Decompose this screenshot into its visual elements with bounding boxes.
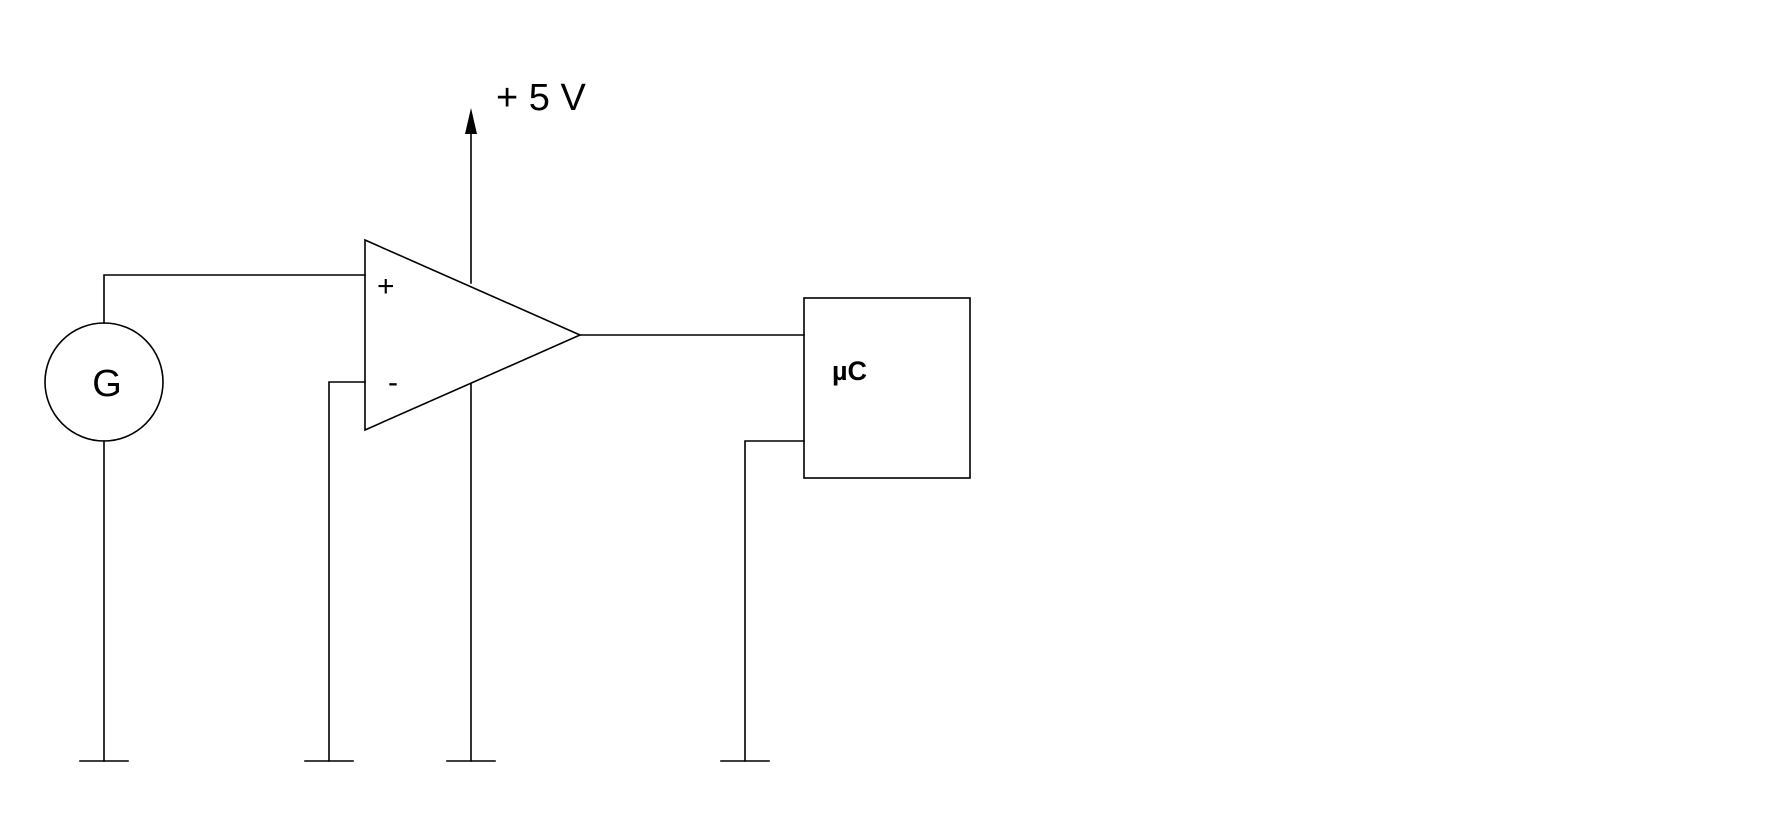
generator-label: G — [92, 363, 122, 405]
wire-minus-input-to-ground — [328, 381, 366, 762]
wire-mcu-to-ground — [744, 440, 805, 762]
opamp: + - — [364, 238, 582, 432]
supply-voltage-label: + 5 V — [496, 77, 586, 119]
opamp-minus-label: - — [388, 366, 398, 399]
wire-generator-to-plus-input — [103, 274, 366, 324]
microcontroller: µC — [803, 297, 971, 479]
arrow-up-icon — [465, 108, 477, 134]
opamp-plus-label: + — [377, 270, 395, 303]
generator-g: G — [44, 322, 164, 442]
mcu-box — [803, 297, 971, 479]
opamp-triangle — [364, 238, 582, 432]
mcu-label: µC — [832, 356, 867, 386]
